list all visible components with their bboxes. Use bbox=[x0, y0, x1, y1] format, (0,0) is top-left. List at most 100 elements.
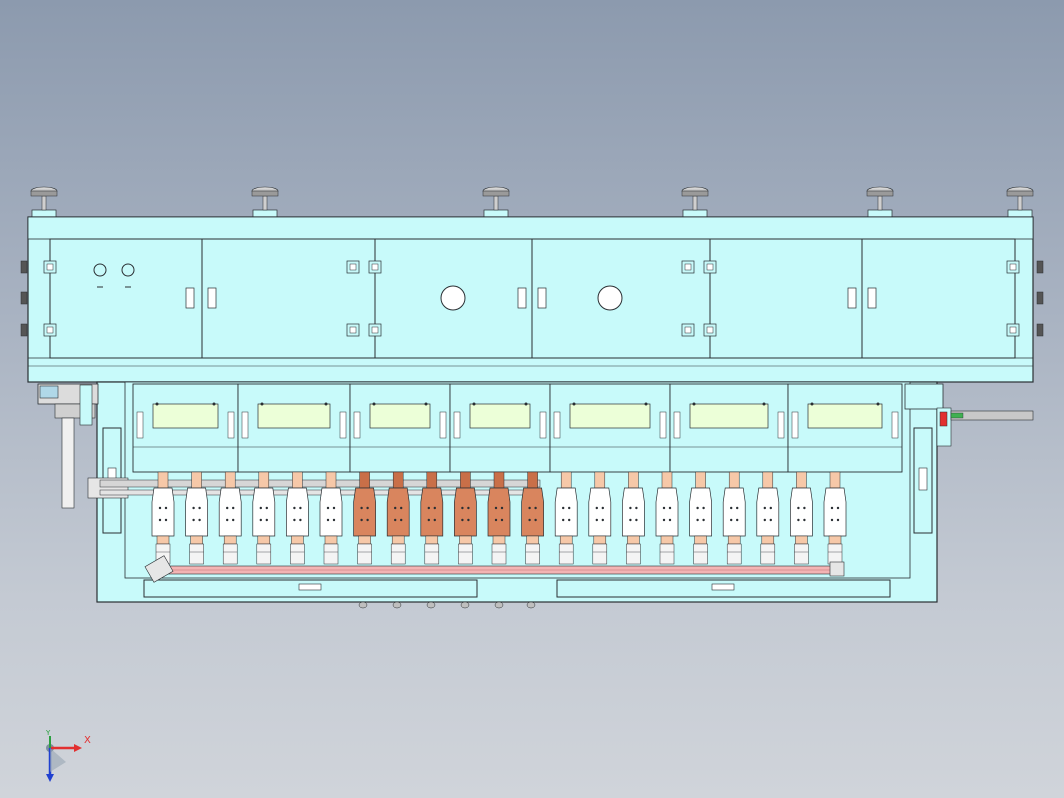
hood-module bbox=[237, 383, 351, 473]
cylinder-body bbox=[554, 487, 578, 537]
cylinder-rod bbox=[762, 471, 774, 489]
module-window bbox=[369, 403, 431, 429]
pink-rail bbox=[144, 555, 845, 583]
side-clip bbox=[1036, 291, 1044, 305]
cylinder bbox=[554, 471, 578, 565]
cylinder-rod bbox=[191, 471, 202, 489]
cylinder-rod bbox=[325, 471, 337, 489]
cylinder-body bbox=[286, 487, 309, 537]
cylinder-rod bbox=[628, 471, 639, 489]
bolt bbox=[392, 601, 402, 609]
door-handle bbox=[847, 287, 857, 309]
cylinder bbox=[420, 471, 444, 565]
cylinder-collar bbox=[391, 535, 405, 545]
cylinder-collar bbox=[526, 535, 539, 545]
leveling-foot bbox=[1006, 186, 1034, 219]
cylinder bbox=[790, 471, 813, 565]
door-handle bbox=[207, 287, 217, 309]
hood-module bbox=[132, 383, 239, 473]
cylinder-base bbox=[726, 543, 742, 565]
cylinder bbox=[185, 471, 208, 565]
cylinder-base bbox=[626, 543, 641, 565]
cylinder-rod bbox=[258, 471, 270, 489]
cylinder-base bbox=[458, 543, 473, 565]
cylinder-body bbox=[420, 487, 444, 537]
side-clip bbox=[20, 323, 28, 337]
door-handle bbox=[867, 287, 877, 309]
bolt bbox=[526, 601, 536, 609]
cylinder-body bbox=[185, 487, 208, 537]
cylinder bbox=[487, 471, 511, 565]
hood-module bbox=[549, 383, 671, 473]
cylinder-base bbox=[424, 543, 440, 565]
x-axis-label: X bbox=[84, 735, 91, 746]
cylinder-base bbox=[659, 543, 675, 565]
cylinder-collar bbox=[324, 535, 338, 545]
cylinder-body bbox=[622, 487, 645, 537]
cylinder bbox=[588, 471, 612, 565]
y-axis-label: Y bbox=[46, 729, 51, 737]
side-clip bbox=[1036, 260, 1044, 274]
cylinder-base bbox=[256, 543, 272, 565]
cylinder-collar bbox=[492, 535, 506, 545]
hood-module bbox=[449, 383, 551, 473]
right-side-mechanism bbox=[904, 383, 1034, 447]
cylinder-body bbox=[252, 487, 276, 537]
cylinder-collar bbox=[291, 535, 304, 545]
cylinder bbox=[454, 471, 477, 565]
module-handle bbox=[136, 411, 144, 439]
cylinder-base bbox=[794, 543, 809, 565]
cylinder-collar bbox=[559, 535, 573, 545]
cylinder-base bbox=[827, 543, 843, 565]
cylinder-rod bbox=[493, 471, 505, 489]
cylinder-body bbox=[790, 487, 813, 537]
cylinder-base bbox=[323, 543, 339, 565]
bolt bbox=[358, 601, 368, 609]
cylinder bbox=[319, 471, 343, 565]
coordinate-triad: X Y bbox=[38, 729, 108, 787]
cylinder-collar bbox=[257, 535, 271, 545]
module-handle bbox=[659, 411, 667, 439]
cylinder-rod bbox=[661, 471, 673, 489]
cylinder-base bbox=[491, 543, 507, 565]
cylinder bbox=[756, 471, 780, 565]
control-buttons bbox=[93, 263, 135, 288]
module-window bbox=[689, 403, 769, 429]
cylinder-rod bbox=[594, 471, 606, 489]
cylinder-rod bbox=[728, 471, 740, 489]
hood-module bbox=[669, 383, 789, 473]
leveling-foot bbox=[681, 186, 709, 219]
module-window bbox=[807, 403, 883, 429]
cylinder-rod bbox=[527, 471, 538, 489]
side-clip bbox=[1036, 323, 1044, 337]
cylinder-collar bbox=[761, 535, 775, 545]
cylinder-body bbox=[689, 487, 712, 537]
module-handle bbox=[791, 411, 799, 439]
cylinder-collar bbox=[627, 535, 640, 545]
cylinder-body bbox=[218, 487, 242, 537]
cylinder-body bbox=[588, 487, 612, 537]
hood-module bbox=[349, 383, 451, 473]
cylinder-base bbox=[760, 543, 776, 565]
cylinder-base bbox=[693, 543, 708, 565]
upper-cabinet bbox=[27, 216, 1034, 383]
cylinder bbox=[353, 471, 376, 565]
module-handle bbox=[539, 411, 547, 439]
cylinder-collar bbox=[358, 535, 371, 545]
cylinder-collar bbox=[425, 535, 439, 545]
module-window bbox=[152, 403, 219, 429]
cylinder bbox=[521, 471, 544, 565]
cylinder-collar bbox=[828, 535, 842, 545]
module-handle bbox=[353, 411, 361, 439]
door-handle bbox=[517, 287, 527, 309]
cylinder-rod bbox=[359, 471, 370, 489]
module-handle bbox=[339, 411, 347, 439]
cylinder bbox=[386, 471, 410, 565]
bolt bbox=[426, 601, 436, 609]
cylinder-rod bbox=[695, 471, 706, 489]
leveling-foot bbox=[251, 186, 279, 219]
module-window bbox=[469, 403, 531, 429]
cylinder-rod bbox=[224, 471, 236, 489]
